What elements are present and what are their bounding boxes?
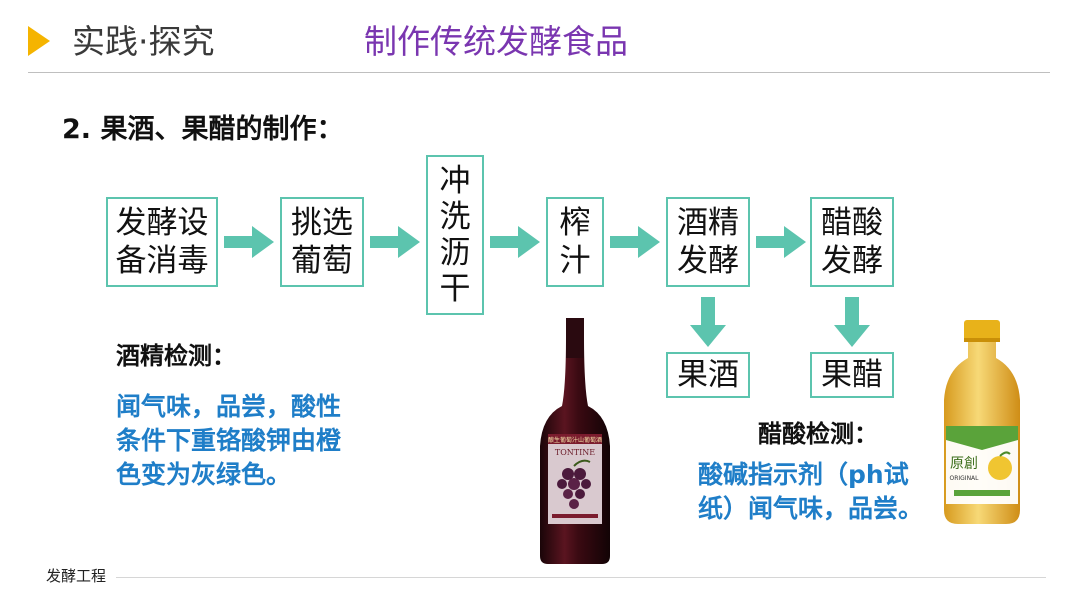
product-vinegar-box: 果醋 xyxy=(810,352,894,398)
acetic-test-line: 纸）闻气味，品尝。 xyxy=(698,492,923,526)
footer-course-label: 发酵工程 xyxy=(46,566,106,586)
step-juice-box: 榨汁 xyxy=(546,197,604,287)
wine-label-top: 酿生葡萄汁山葡萄酒 xyxy=(548,436,602,444)
step-line: 挑选 xyxy=(291,204,353,242)
arrow-down-icon xyxy=(834,297,870,349)
alcohol-test-heading: 酒精检测： xyxy=(116,340,236,372)
step-line: 发酵 xyxy=(677,242,739,280)
step-line: 醋酸 xyxy=(821,204,883,242)
step-line: 发酵设 xyxy=(116,204,209,242)
step-line: 酒精 xyxy=(677,204,739,242)
acetic-test-text: 酸碱指示剂（ph试 纸）闻气味，品尝。 xyxy=(698,458,923,526)
arrow-right-icon xyxy=(224,226,274,258)
step-acetic-fermentation-box: 醋酸发酵 xyxy=(810,197,894,287)
arrow-right-icon xyxy=(490,226,540,258)
alcohol-test-line: 条件下重铬酸钾由橙 xyxy=(116,424,341,458)
vinegar-brand-en: ORIGINAL xyxy=(949,475,979,482)
arrow-right-icon xyxy=(370,226,420,258)
header-divider xyxy=(28,72,1050,73)
arrow-down-icon xyxy=(690,297,726,349)
wine-brand: TONTINE xyxy=(555,448,595,457)
subtitle: 2. 果酒、果醋的制作： xyxy=(62,112,343,148)
product-label: 果醋 xyxy=(821,356,883,394)
step-wash-drain-box: 冲洗沥干 xyxy=(426,155,484,315)
page-title: 制作传统发酵食品 xyxy=(364,20,628,64)
acetic-test-heading: 醋酸检测： xyxy=(758,418,878,450)
vinegar-brand-cn: 原創 xyxy=(950,456,978,472)
footer-divider xyxy=(116,577,1046,578)
step-line: 葡萄 xyxy=(291,242,353,280)
step-line: 干 xyxy=(440,271,471,307)
arrow-right-icon xyxy=(610,226,660,258)
step-line: 发酵 xyxy=(821,242,883,280)
alcohol-test-line: 闻气味，品尝，酸性 xyxy=(116,390,341,424)
step-line: 汁 xyxy=(560,242,591,280)
step-sterilize-box: 发酵设备消毒 xyxy=(106,197,218,287)
alcohol-test-text: 闻气味，品尝，酸性 条件下重铬酸钾由橙 色变为灰绿色。 xyxy=(116,390,341,492)
step-alcohol-fermentation-box: 酒精发酵 xyxy=(666,197,750,287)
step-line: 沥 xyxy=(440,235,471,271)
acetic-test-line: 酸碱指示剂（ph试 xyxy=(698,458,923,492)
step-line: 洗 xyxy=(440,199,471,235)
fruit-icon xyxy=(988,456,1012,480)
step-select-grapes-box: 挑选葡萄 xyxy=(280,197,364,287)
product-label: 果酒 xyxy=(677,356,739,394)
arrow-right-icon xyxy=(756,226,806,258)
wine-bottle-image: 酿生葡萄汁山葡萄酒 TONTINE xyxy=(530,316,620,566)
step-line: 备消毒 xyxy=(116,242,209,280)
step-line: 冲 xyxy=(440,163,471,199)
vinegar-bottle-image: 原創 ORIGINAL xyxy=(940,318,1024,528)
product-wine-box: 果酒 xyxy=(666,352,750,398)
alcohol-test-line: 色变为灰绿色。 xyxy=(116,458,341,492)
section-label: 实践·探究 xyxy=(72,20,215,64)
step-line: 榨 xyxy=(560,204,591,242)
play-triangle-icon xyxy=(28,26,50,56)
